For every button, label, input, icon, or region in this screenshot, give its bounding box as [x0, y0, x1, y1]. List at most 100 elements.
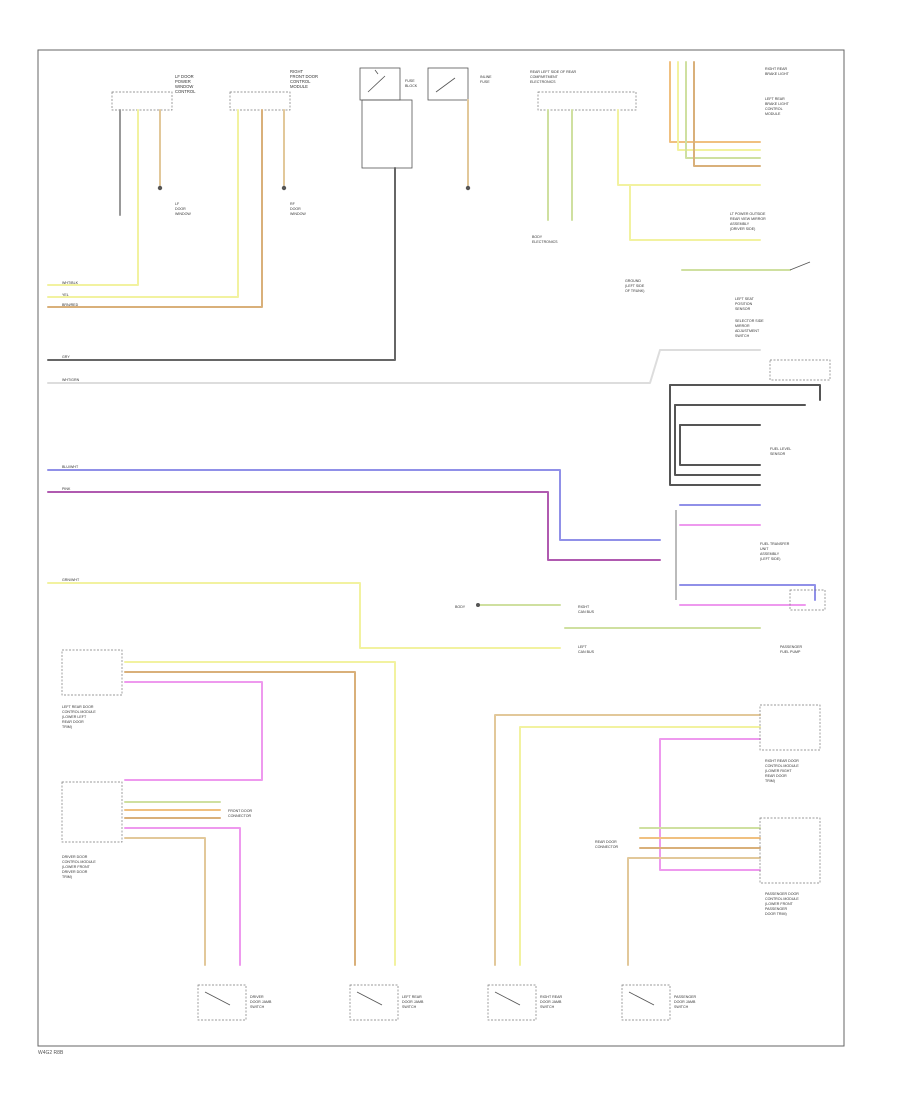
- component-label: BLOCK: [405, 84, 418, 88]
- fuel-transfer-unit: FUEL TRANSFER UNIT ASSEMBLY (LEFT SIDE): [675, 510, 790, 600]
- component-label: REAR DOOR: [62, 720, 84, 724]
- svg-text:DOOR JAMB: DOOR JAMB: [250, 1000, 272, 1004]
- component-label: REAR LEFT SIDE OF REAR: [530, 70, 576, 74]
- svg-text:BODY: BODY: [455, 605, 466, 609]
- component-label: DOOR JAMB: [674, 1000, 696, 1004]
- svg-text:FRONT DOOR: FRONT DOOR: [228, 809, 252, 813]
- component-label: REAR VIEW MIRROR: [730, 217, 766, 221]
- svg-text:BRAKE LIGHT: BRAKE LIGHT: [765, 72, 790, 76]
- component-label: FUSE: [480, 80, 490, 84]
- svg-text:FRONT DOOR: FRONT DOOR: [290, 74, 318, 79]
- svg-text:TRIM): TRIM): [62, 725, 72, 729]
- svg-text:GRN/WHT: GRN/WHT: [62, 578, 80, 582]
- component-label: ASSEMBLY: [760, 552, 780, 556]
- component-label: SELECTOR SIDE: [735, 319, 764, 323]
- wire-rrd-tan: [494, 714, 761, 966]
- component-label: PASSENGER: [674, 995, 697, 999]
- component-label: (DRIVER SIDE): [730, 227, 755, 231]
- wire-left-can: [47, 582, 561, 649]
- component-label: LF: [175, 202, 180, 206]
- component-label: FUEL LEVEL: [770, 447, 791, 451]
- left-rear-door-jamb-switch: LEFT REAR DOOR JAMB SWITCH: [349, 984, 424, 1021]
- svg-text:MIRROR: MIRROR: [735, 324, 750, 328]
- component-label: COMPARTMENT: [530, 75, 559, 79]
- svg-text:WHT/BLK: WHT/BLK: [62, 281, 79, 285]
- wire-label: GRN/WHT: [62, 578, 80, 582]
- ground-point: [476, 603, 480, 607]
- svg-text:CONTROL: CONTROL: [175, 89, 196, 94]
- wire-rear-yellow: [617, 109, 761, 186]
- component-label: CONNECTOR: [228, 814, 251, 818]
- component-label: PASSENGER: [765, 907, 788, 911]
- component-label: PASSENGER: [780, 645, 803, 649]
- component-label: DOOR JAMB: [402, 1000, 424, 1004]
- component-label: INLINE: [480, 75, 492, 79]
- svg-text:CONTROL MODULE: CONTROL MODULE: [62, 860, 96, 864]
- component-label: RIGHT REAR: [765, 67, 788, 71]
- left-rear-door-module: LEFT REAR DOOR CONTROL MODULE (LOWER LEF…: [61, 649, 123, 729]
- svg-text:TRIM): TRIM): [62, 875, 72, 879]
- component-label: RIGHT REAR: [540, 995, 563, 999]
- component-label: BRAKE LIGHT: [765, 102, 790, 106]
- component-label: RIGHT: [290, 69, 303, 74]
- svg-text:UNIT: UNIT: [760, 547, 769, 551]
- component-label: LT POWER OUTSIDE: [730, 212, 766, 216]
- wire-right-yellow: [677, 61, 761, 151]
- component-label: OF TRUNK): [625, 289, 645, 293]
- diagram-code: W4G2 R8B: [38, 1050, 64, 1056]
- svg-text:POSITION: POSITION: [735, 302, 753, 306]
- wire-label: BLU/WHT: [62, 465, 79, 469]
- component-label: BRAKE LIGHT: [765, 72, 790, 76]
- wire-lf-yellow: [47, 109, 139, 286]
- component-label: TRIM): [62, 875, 72, 879]
- wire-lrd-tan: [124, 671, 356, 966]
- right-rear-door-jamb-switch: RIGHT REAR DOOR JAMB SWITCH: [487, 984, 563, 1021]
- svg-text:DOOR JAMB: DOOR JAMB: [402, 1000, 424, 1004]
- wire-label: GRY: [62, 355, 70, 359]
- svg-text:REAR DOOR: REAR DOOR: [765, 774, 787, 778]
- wire-lrd-pink: [124, 681, 263, 781]
- component-label: POSITION: [735, 302, 753, 306]
- svg-text:SWITCH: SWITCH: [540, 1005, 555, 1009]
- svg-text:WINDOW: WINDOW: [175, 212, 191, 216]
- component-label: REAR DOOR: [595, 840, 617, 844]
- component-label: LF DOOR: [175, 74, 194, 79]
- svg-text:CAN BUS: CAN BUS: [578, 650, 595, 654]
- wire-right-orange: [669, 61, 761, 143]
- svg-text:ELECTRONICS: ELECTRONICS: [530, 80, 556, 84]
- svg-text:LF: LF: [175, 202, 180, 206]
- component-label: LEFT REAR: [402, 995, 422, 999]
- svg-text:REAR DOOR: REAR DOOR: [62, 720, 84, 724]
- component-label: (LOWER LEFT: [62, 715, 87, 719]
- svg-text:RIGHT REAR: RIGHT REAR: [540, 995, 563, 999]
- svg-text:DOOR: DOOR: [175, 207, 186, 211]
- component-label: CAN BUS: [578, 650, 595, 654]
- svg-text:FUEL PUMP: FUEL PUMP: [780, 650, 801, 654]
- component-label: DOOR: [175, 207, 186, 211]
- svg-text:WINDOW: WINDOW: [290, 212, 306, 216]
- svg-text:INLINE: INLINE: [480, 75, 492, 79]
- passenger-door-jamb-switch: PASSENGER DOOR JAMB SWITCH: [621, 984, 697, 1021]
- component-label: TRIM): [765, 779, 775, 783]
- component-label: DOOR JAMB: [540, 1000, 562, 1004]
- svg-text:PASSENGER: PASSENGER: [780, 645, 803, 649]
- component-label: WINDOW: [175, 212, 191, 216]
- svg-text:LEFT SEAT: LEFT SEAT: [735, 297, 755, 301]
- component-label: POWER: [175, 79, 191, 84]
- svg-text:LF DOOR: LF DOOR: [175, 74, 194, 79]
- svg-text:OF TRUNK): OF TRUNK): [625, 289, 645, 293]
- svg-text:CONTROL MODULE: CONTROL MODULE: [765, 764, 799, 768]
- svg-text:ADJUSTMENT: ADJUSTMENT: [735, 329, 760, 333]
- component-label: CONTROL: [290, 79, 311, 84]
- svg-text:DOOR TRIM): DOOR TRIM): [765, 912, 787, 916]
- component-label: LEFT REAR DOOR: [62, 705, 94, 709]
- component-label: WINDOW: [175, 84, 193, 89]
- wire-blue-pump: [679, 584, 816, 601]
- svg-text:RIGHT REAR: RIGHT REAR: [765, 67, 788, 71]
- component-label: BODY: [455, 605, 466, 609]
- svg-text:(DRIVER SIDE): (DRIVER SIDE): [730, 227, 755, 231]
- svg-text:(LOWER LEFT: (LOWER LEFT: [62, 715, 87, 719]
- component-label: WINDOW: [290, 212, 306, 216]
- svg-text:SWITCH: SWITCH: [674, 1005, 689, 1009]
- svg-text:LEFT REAR DOOR: LEFT REAR DOOR: [62, 705, 94, 709]
